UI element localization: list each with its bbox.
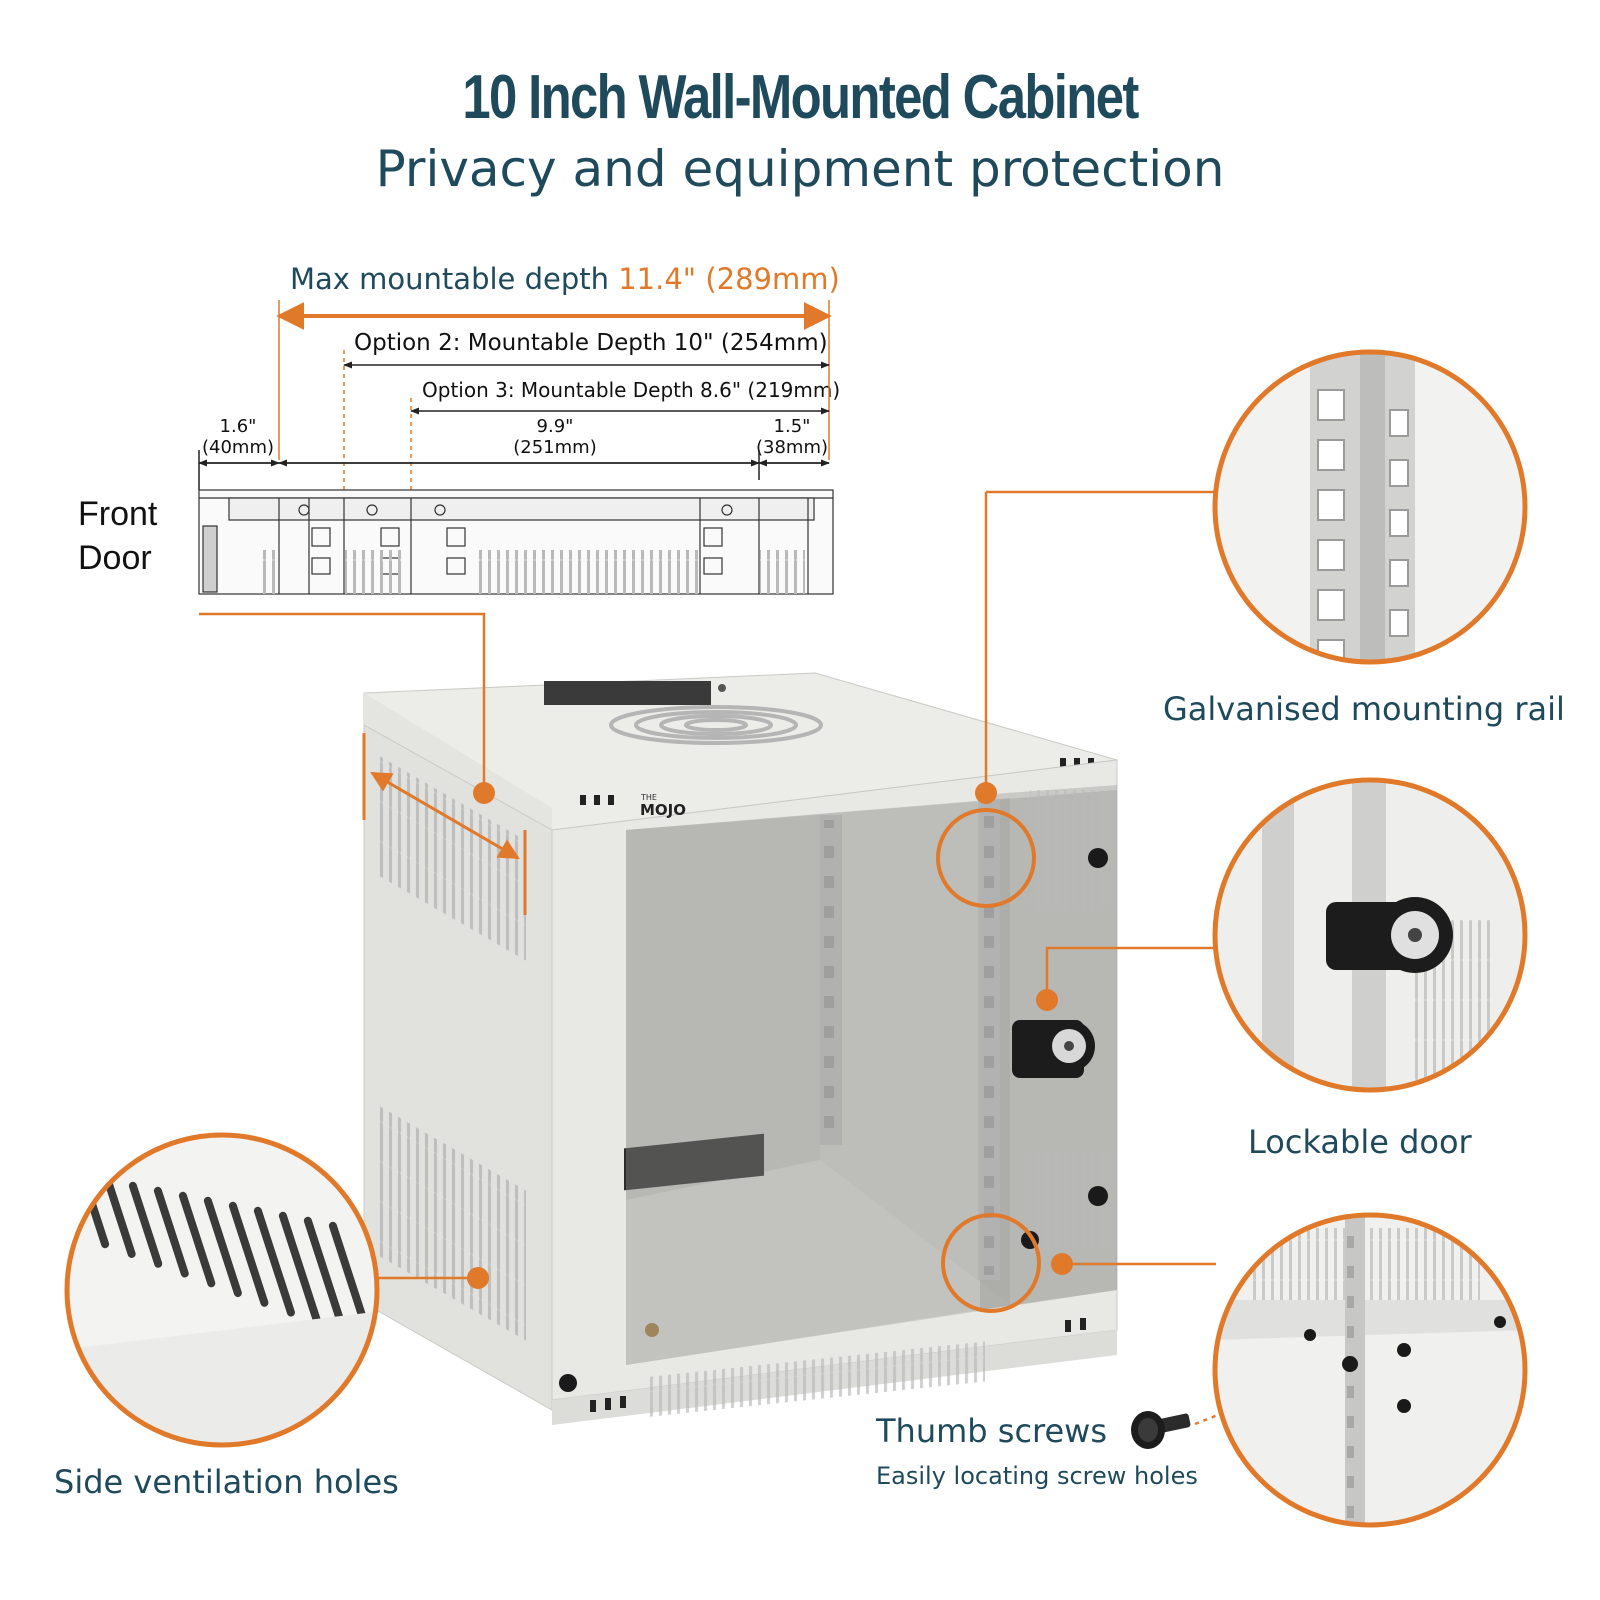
cabinet-side-section-drawing	[198, 489, 834, 595]
door-lock-icon	[1012, 1020, 1095, 1078]
rail-highlight-ring	[936, 808, 1036, 908]
segment3-dimension: 1.5"(38mm)	[755, 416, 829, 458]
page-title: 10 Inch Wall-Mounted Cabinet	[462, 63, 1139, 132]
option2-label: Option 2: Mountable Depth 10" (254mm)	[354, 330, 828, 356]
fan-vent	[609, 705, 823, 745]
page-subtitle: Privacy and equipment protection	[375, 140, 1225, 198]
segment1-dimension: 1.6"(40mm)	[201, 416, 275, 458]
brand-small: THE	[640, 793, 657, 802]
rail-callout-label: Galvanised mounting rail	[1163, 690, 1565, 728]
thumb-screw-icon	[1131, 1411, 1191, 1449]
vent-zoom-circle	[64, 1132, 380, 1448]
max-depth-value: 11.4" (289mm)	[618, 262, 840, 296]
max-depth-label: Max mountable depth 11.4" (289mm)	[290, 262, 840, 296]
brand-logo: MOJO	[640, 801, 686, 819]
side-depth-arrow	[362, 733, 527, 915]
dimension-lines	[198, 300, 832, 590]
screw-zoom-circle	[1212, 1212, 1528, 1528]
screw-highlight-ring	[941, 1213, 1041, 1313]
segment2-dimension: 9.9"(251mm)	[513, 416, 597, 458]
screws-callout-sublabel: Easily locating screw holes	[876, 1462, 1198, 1490]
callout-connectors	[199, 490, 1346, 1426]
cabinet: THE MOJO	[363, 672, 1118, 1425]
lock-callout-label: Lockable door	[1248, 1123, 1472, 1161]
screws-callout-label: Thumb screws	[876, 1412, 1108, 1450]
lock-zoom-circle	[1212, 777, 1528, 1093]
option3-label: Option 3: Mountable Depth 8.6" (219mm)	[422, 378, 841, 402]
rail-zoom-circle	[1212, 349, 1528, 665]
vent-callout-label: Side ventilation holes	[54, 1463, 399, 1501]
